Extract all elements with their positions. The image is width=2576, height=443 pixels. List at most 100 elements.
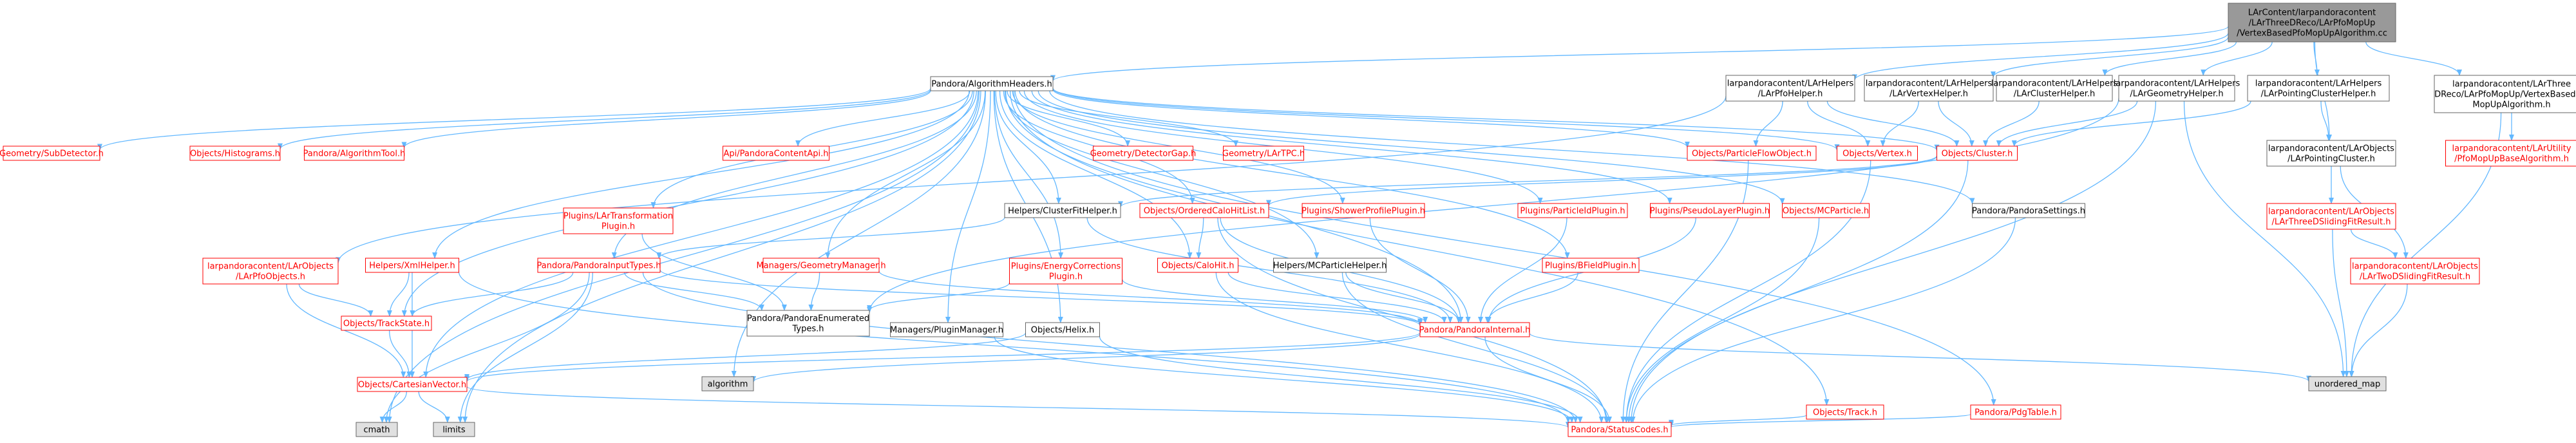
node-algorithm-sys[interactable]: algorithm bbox=[701, 376, 754, 391]
edge-cluster_obj-to-status_codes bbox=[1626, 160, 1969, 423]
node-algorithm-tool[interactable]: Pandora/AlgorithmTool.h bbox=[303, 146, 406, 161]
node-label: Plugin.h bbox=[601, 222, 635, 232]
node-box bbox=[723, 146, 829, 161]
edge-ordered_calohit_list-to-calo_hit bbox=[1196, 217, 1204, 259]
node-pandora-settings[interactable]: Pandora/PandoraSettings.h bbox=[1972, 203, 2085, 218]
node-label: Objects/ParticleFlowObject.h bbox=[1692, 149, 1812, 159]
edge-alg_headers-to-bfield_plugin bbox=[1014, 90, 1570, 259]
node-pointing-cluster-helper[interactable]: larpandoracontent/LArHelpers/LArPointing… bbox=[2247, 75, 2390, 102]
node-label: Objects/Track.h bbox=[1813, 408, 1877, 418]
node-box bbox=[1937, 146, 2018, 161]
node-box bbox=[2266, 203, 2396, 230]
node-box bbox=[2266, 140, 2396, 167]
node-shower-profile-plugin[interactable]: Plugins/ShowerProfilePlugin.h bbox=[1302, 203, 1425, 218]
node-box bbox=[2308, 376, 2387, 391]
node-histograms[interactable]: Objects/Histograms.h bbox=[189, 146, 281, 161]
node-cluster-helper[interactable]: larpandoracontent/LArHelpers/LArClusterH… bbox=[1991, 75, 2118, 102]
node-label: Api/PandoraContentApi.h bbox=[724, 149, 829, 159]
node-cluster-fit-helper[interactable]: Helpers/ClusterFitHelper.h bbox=[1004, 203, 1121, 218]
edge-pointing_cluster_helper-to-cluster_obj bbox=[2011, 100, 2251, 147]
edge-pandora_internal-to-status_codes bbox=[1484, 336, 1612, 423]
node-detector-gap[interactable]: Geometry/DetectorGap.h bbox=[1090, 146, 1197, 161]
node-geometry-helper[interactable]: larpandoracontent/LArHelpers/LArGeometry… bbox=[2114, 75, 2240, 102]
node-box bbox=[202, 258, 339, 285]
edge-pfo_helper-to-lar_pfo_objects bbox=[336, 95, 1727, 264]
edge-energy_corrections_plugin-to-enumerated_types bbox=[867, 282, 1010, 312]
edge-alg_headers-to-api_content bbox=[795, 90, 971, 147]
node-particle-flow-object[interactable]: Objects/ParticleFlowObject.h bbox=[1687, 146, 1817, 161]
edge-alg_headers-to-cartesian_vector bbox=[423, 90, 979, 378]
node-label: Helpers/MCParticleHelper.h bbox=[1273, 261, 1387, 271]
node-box bbox=[701, 376, 754, 391]
edge-alg_headers-to-cluster_obj bbox=[1052, 88, 1940, 151]
node-three-d-sliding[interactable]: larpandoracontent/LArObjects/LArThreeDSl… bbox=[2266, 203, 2396, 230]
node-root[interactable]: LArContent/larpandoracontent/LArThreeDRe… bbox=[2228, 3, 2396, 42]
node-box bbox=[1806, 404, 1884, 420]
node-pandora-internal[interactable]: Pandora/PandoraInternal.h bbox=[1419, 322, 1531, 337]
edge-calo_hit-to-pandora_internal bbox=[1227, 272, 1447, 323]
node-helix[interactable]: Objects/Helix.h bbox=[1025, 322, 1100, 337]
node-label: Pandora/PandoraEnumerated bbox=[747, 314, 869, 324]
node-vertex-based-h[interactable]: larpandoracontent/LArThreeDReco/LArPfoMo… bbox=[2434, 75, 2576, 113]
node-label: Plugins/EnergyCorrections bbox=[1011, 262, 1121, 272]
edge-helix-to-cartesian_vector bbox=[464, 332, 1027, 381]
node-calo-hit[interactable]: Objects/CaloHit.h bbox=[1157, 258, 1238, 273]
node-unordered-map[interactable]: unordered_map bbox=[2308, 376, 2387, 391]
node-box bbox=[930, 76, 1054, 91]
node-lartpc[interactable]: Geometry/LArTPC.h bbox=[1222, 146, 1305, 161]
node-box bbox=[1996, 75, 2113, 102]
edge-root-to-vertex_helper bbox=[1991, 37, 2229, 78]
node-cmath[interactable]: cmath bbox=[355, 422, 398, 437]
node-label: Geometry/LArTPC.h bbox=[1222, 149, 1305, 159]
node-label: larpandoracontent/LArObjects bbox=[207, 262, 334, 272]
node-ordered-calohit-list[interactable]: Objects/OrderedCaloHitList.h bbox=[1139, 203, 1269, 218]
node-label: Objects/Histograms.h bbox=[190, 149, 280, 159]
node-label: /LArPfoObjects.h bbox=[236, 272, 305, 282]
node-geo-subdetector[interactable]: Geometry/SubDetector.h bbox=[0, 146, 104, 161]
node-pfo-mopup-base[interactable]: larpandoracontent/LArUtility/PfoMopUpBas… bbox=[2445, 140, 2576, 167]
edge-alg_headers-to-algorithm_tool bbox=[401, 90, 931, 149]
node-cluster-obj[interactable]: Objects/Cluster.h bbox=[1937, 146, 2018, 161]
node-limits[interactable]: limits bbox=[433, 422, 475, 437]
node-box bbox=[1725, 75, 1855, 102]
node-api-content[interactable]: Api/PandoraContentApi.h bbox=[723, 146, 829, 161]
node-label: Pandora/AlgorithmHeaders.h bbox=[931, 80, 1052, 90]
node-xml-helper[interactable]: Helpers/XmlHelper.h bbox=[365, 258, 459, 273]
node-label: Objects/Cluster.h bbox=[1942, 149, 2013, 159]
node-pdg-table[interactable]: Pandora/PdgTable.h bbox=[1970, 404, 2061, 420]
edge-mc_particle_helper-to-pandora_internal bbox=[1345, 272, 1462, 323]
node-label: Objects/TrackState.h bbox=[343, 319, 430, 329]
node-pandora-input-types[interactable]: Pandora/PandoraInputTypes.h bbox=[536, 258, 661, 273]
node-mc-particle-helper[interactable]: Helpers/MCParticleHelper.h bbox=[1273, 258, 1387, 273]
node-track-obj[interactable]: Objects/Track.h bbox=[1806, 404, 1884, 420]
node-pseudo-layer-plugin[interactable]: Plugins/PseudoLayerPlugin.h bbox=[1650, 203, 1770, 218]
node-box bbox=[433, 422, 475, 437]
node-status-codes[interactable]: Pandora/StatusCodes.h bbox=[1567, 422, 1672, 437]
node-lar-pfo-objects[interactable]: larpandoracontent/LArObjects/LArPfoObjec… bbox=[202, 258, 339, 285]
edge-two_d_sliding-to-unordered_map bbox=[2349, 283, 2408, 377]
node-two-d-sliding[interactable]: larpandoracontent/LArObjects/LArTwoDSlid… bbox=[2350, 258, 2480, 285]
node-geometry-manager[interactable]: Managers/GeometryManager.h bbox=[756, 258, 886, 273]
node-vertex-obj[interactable]: Objects/Vertex.h bbox=[1837, 146, 1918, 161]
node-plugin-manager[interactable]: Managers/PluginManager.h bbox=[890, 322, 1003, 337]
node-pfo-helper[interactable]: larpandoracontent/LArHelpers/LArPfoHelpe… bbox=[1725, 75, 1855, 102]
node-alg-headers[interactable]: Pandora/AlgorithmHeaders.h bbox=[930, 76, 1054, 91]
node-label: Helpers/ClusterFitHelper.h bbox=[1008, 207, 1117, 216]
node-box bbox=[1837, 146, 1918, 161]
edge-pfo_helper-to-particle_flow_object bbox=[1753, 100, 1783, 147]
node-label: Pandora/AlgorithmTool.h bbox=[303, 149, 406, 159]
node-label: LArContent/larpandoracontent bbox=[2248, 8, 2376, 18]
node-particle-id-plugin[interactable]: Plugins/ParticleIdPlugin.h bbox=[1517, 203, 1628, 218]
edge-particle_id_plugin-to-pandora_internal bbox=[1478, 217, 1567, 323]
node-pointing-cluster[interactable]: larpandoracontent/LArObjects/LArPointing… bbox=[2266, 140, 2396, 167]
node-track-state[interactable]: Objects/TrackState.h bbox=[341, 316, 432, 331]
edge-cartesian_vector-to-cmath bbox=[379, 391, 408, 423]
node-mc-particle[interactable]: Objects/MCParticle.h bbox=[1782, 203, 1870, 218]
node-vertex-helper[interactable]: larpandoracontent/LArHelpers/LArVertexHe… bbox=[1864, 75, 1994, 102]
edge-geometry_helper-to-enumerated_types bbox=[867, 98, 2119, 314]
node-bfield-plugin[interactable]: Plugins/BFieldPlugin.h bbox=[1542, 258, 1640, 273]
node-cartesian-vector[interactable]: Objects/CartesianVector.h bbox=[357, 377, 468, 392]
